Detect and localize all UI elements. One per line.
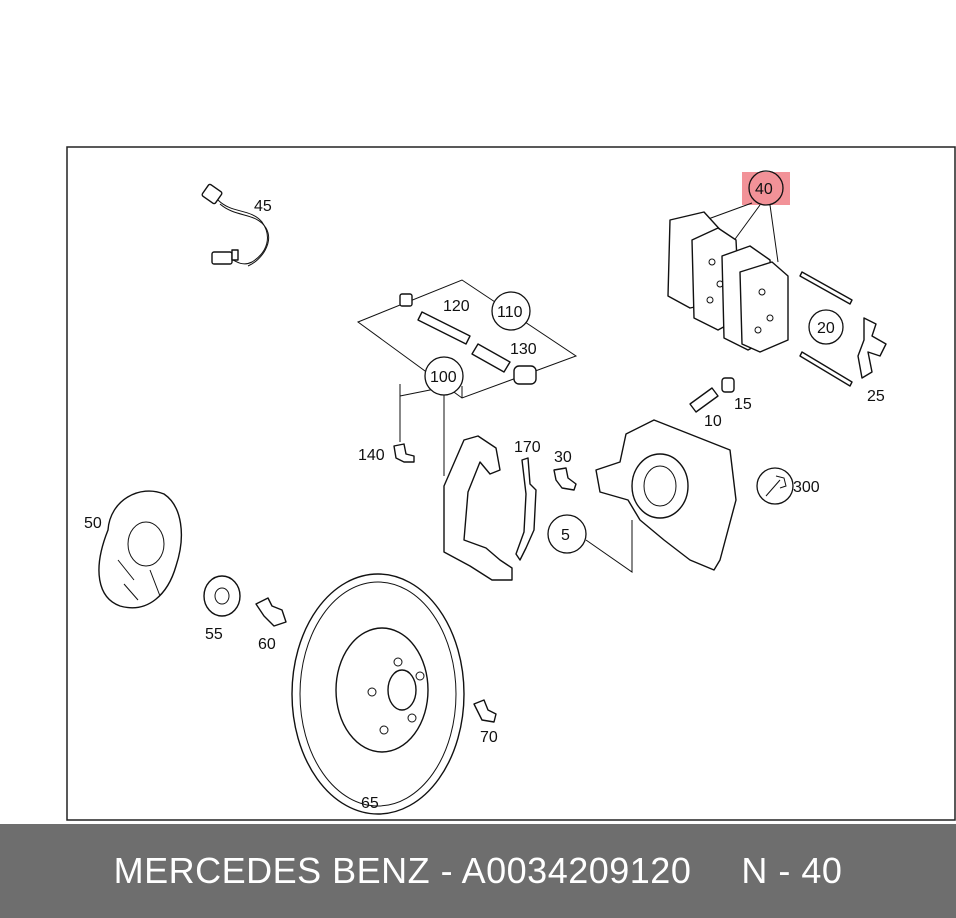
callout-110-circle — [491, 291, 531, 331]
callout-140: 140 — [358, 447, 385, 464]
callout-20-circle — [808, 309, 844, 345]
guide-bolts — [399, 293, 537, 385]
callout-40-circle — [748, 170, 784, 206]
callout-25: 25 — [867, 388, 885, 405]
brake-caliper — [595, 419, 737, 571]
brand-part-number: MERCEDES BENZ - A0034209120 — [113, 850, 692, 891]
spring-clip — [857, 317, 887, 379]
callout-130: 130 — [510, 341, 537, 358]
callout-55: 55 — [205, 626, 223, 643]
retaining-clip — [515, 457, 537, 561]
diagram-position: N - 40 — [741, 850, 843, 891]
callout-300: 300 — [793, 479, 820, 496]
callout-100-circle — [424, 356, 464, 396]
callout-120: 120 — [443, 298, 470, 315]
callout-60: 60 — [258, 636, 276, 653]
bolt-30 — [553, 467, 577, 491]
callout-70: 70 — [480, 729, 498, 746]
callout-30: 30 — [554, 449, 572, 466]
callout-40: 40 — [755, 181, 773, 198]
wear-sensor — [201, 183, 270, 267]
bolt-70 — [473, 699, 497, 723]
callout-5: 5 — [561, 527, 570, 544]
callout-15: 15 — [734, 396, 752, 413]
callout-65: 65 — [361, 795, 379, 812]
caliper-carrier — [443, 435, 513, 581]
callout-110: 110 — [497, 304, 523, 321]
callout-40-highlight — [742, 172, 790, 205]
bolt-140 — [393, 443, 415, 463]
parts-diagram: 45 40 20 25 10 15 120 110 130 100 — [66, 146, 956, 821]
brake-disc — [291, 573, 465, 815]
bleeder-screw — [689, 377, 735, 413]
bolt-60 — [255, 597, 287, 627]
callout-100: 100 — [430, 369, 457, 386]
guide-pins — [799, 271, 853, 387]
callout-45: 45 — [254, 198, 272, 215]
callout-20: 20 — [817, 320, 835, 337]
part-number-banner: MERCEDES BENZ - A0034209120 N - 40 — [0, 824, 956, 918]
callout-170: 170 — [514, 439, 541, 456]
washer — [203, 575, 241, 617]
brake-pads — [667, 211, 789, 353]
wrench-icon — [765, 475, 787, 497]
callout-50: 50 — [84, 515, 102, 532]
callout-5-circle — [547, 514, 587, 554]
dust-shield — [98, 490, 182, 609]
callout-10: 10 — [704, 413, 722, 430]
diagram-frame — [66, 146, 956, 821]
